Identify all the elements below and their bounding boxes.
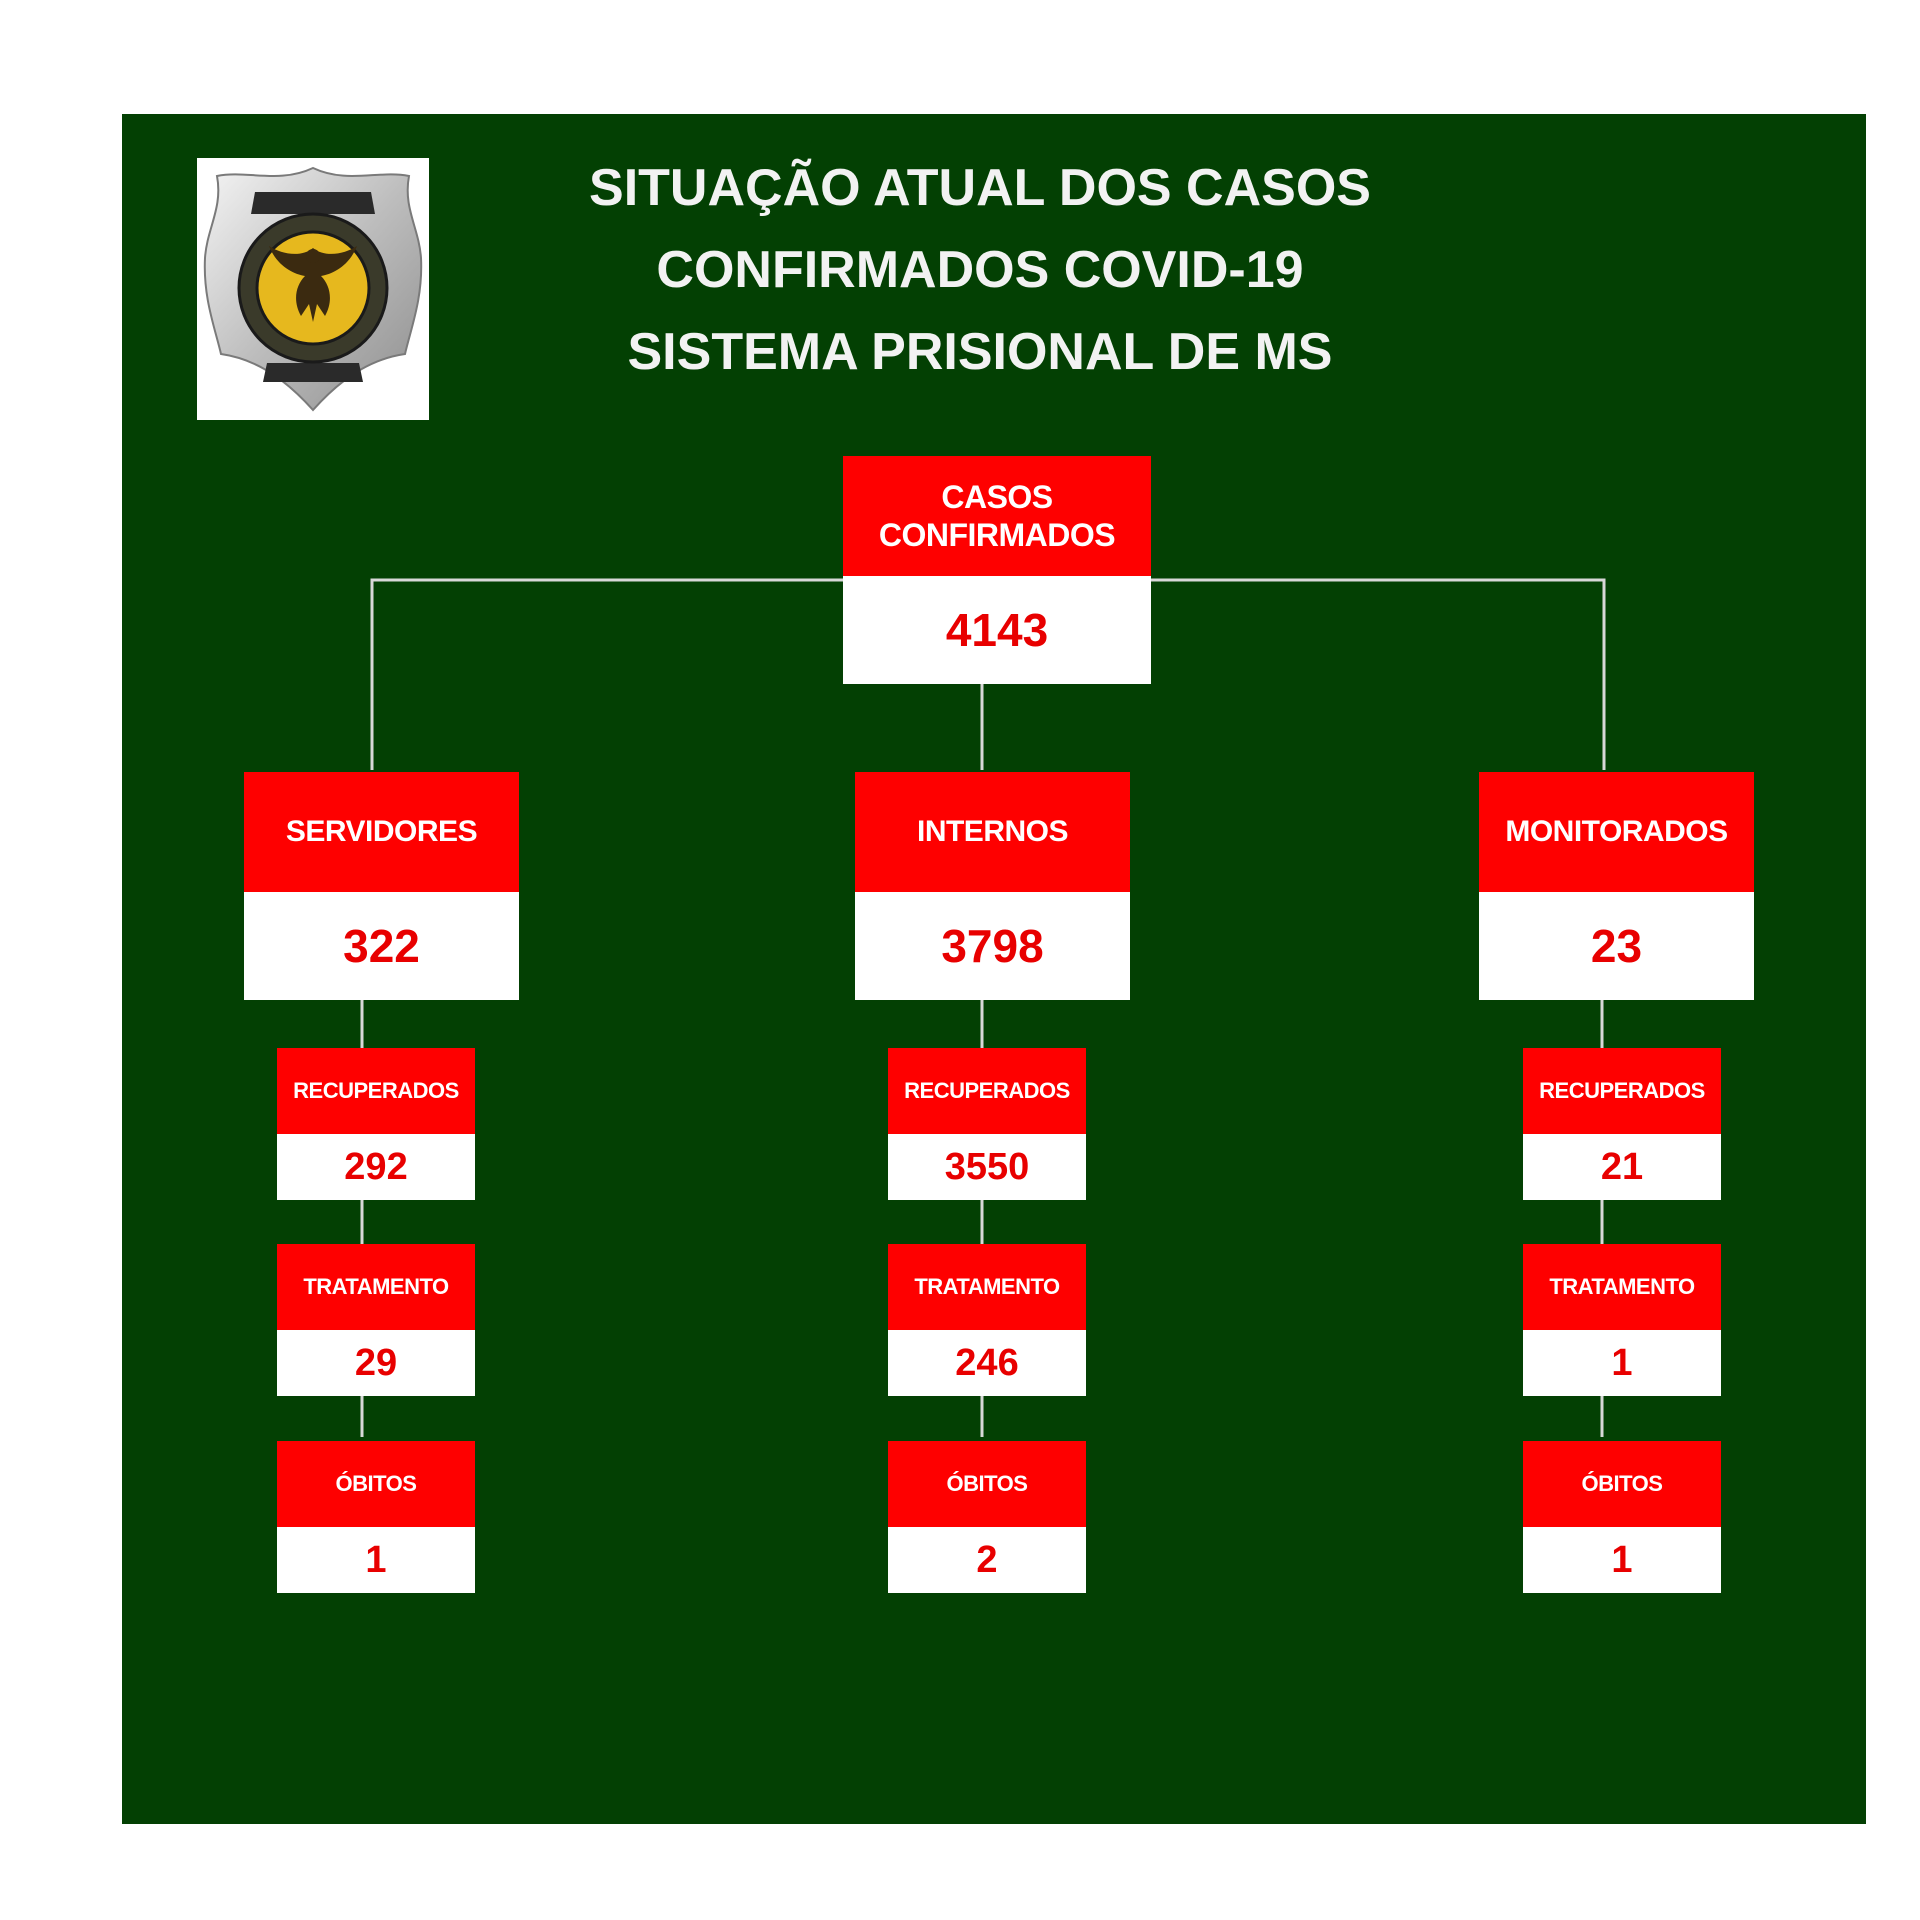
group-label: SERVIDORES xyxy=(244,772,519,892)
stat-value: 2 xyxy=(976,1538,998,1581)
stat-label: ÓBITOS xyxy=(277,1441,475,1527)
group-box-internos: INTERNOS 3798 xyxy=(855,772,1130,1000)
total-cases-value: 4143 xyxy=(945,604,1049,656)
group-value: 23 xyxy=(1590,920,1643,972)
stat-value: 1 xyxy=(1611,1538,1633,1581)
agency-logo xyxy=(197,158,429,420)
stat-box-internos-obitos: ÓBITOS 2 xyxy=(888,1441,1086,1593)
stat-value: 1 xyxy=(365,1538,387,1581)
stat-label: TRATAMENTO xyxy=(277,1244,475,1330)
group-label: INTERNOS xyxy=(855,772,1130,892)
stat-box-internos-recuperados: RECUPERADOS 3550 xyxy=(888,1048,1086,1200)
stat-box-monitorados-tratamento: TRATAMENTO 1 xyxy=(1523,1244,1721,1396)
stat-value: 246 xyxy=(955,1341,1019,1384)
stat-value: 29 xyxy=(354,1341,398,1384)
prison-agency-badge-icon xyxy=(203,166,423,412)
stat-box-monitorados-recuperados: RECUPERADOS 21 xyxy=(1523,1048,1721,1200)
stat-value: 1 xyxy=(1611,1341,1633,1384)
stat-box-servidores-recuperados: RECUPERADOS 292 xyxy=(277,1048,475,1200)
group-box-monitorados: MONITORADOS 23 xyxy=(1479,772,1754,1000)
total-cases-label-line-2: CONFIRMADOS xyxy=(878,517,1116,553)
total-cases-label: CASOS CONFIRMADOS xyxy=(843,456,1151,576)
stat-label: RECUPERADOS xyxy=(888,1048,1086,1134)
stat-box-monitorados-obitos: ÓBITOS 1 xyxy=(1523,1441,1721,1593)
stat-value: 292 xyxy=(344,1145,408,1188)
stat-label: TRATAMENTO xyxy=(1523,1244,1721,1330)
stat-value: 21 xyxy=(1600,1145,1644,1188)
stat-box-servidores-obitos: ÓBITOS 1 xyxy=(277,1441,475,1593)
group-value: 3798 xyxy=(941,920,1044,972)
stat-box-internos-tratamento: TRATAMENTO 246 xyxy=(888,1244,1086,1396)
stat-label: RECUPERADOS xyxy=(1523,1048,1721,1134)
title-line-2: CONFIRMADOS COVID-19 xyxy=(656,241,1304,299)
stat-label: ÓBITOS xyxy=(888,1441,1086,1527)
stat-label: ÓBITOS xyxy=(1523,1441,1721,1527)
group-box-servidores: SERVIDORES 322 xyxy=(244,772,519,1000)
stat-label: RECUPERADOS xyxy=(277,1048,475,1134)
title-line-3: SISTEMA PRISIONAL DE MS xyxy=(627,323,1333,381)
stat-value: 3550 xyxy=(944,1145,1030,1188)
page-title: SITUAÇÃO ATUAL DOS CASOS CONFIRMADOS COV… xyxy=(520,152,1440,398)
stat-box-servidores-tratamento: TRATAMENTO 29 xyxy=(277,1244,475,1396)
group-label: MONITORADOS xyxy=(1479,772,1754,892)
total-cases-box: CASOS CONFIRMADOS 4143 xyxy=(843,456,1151,684)
stat-label: TRATAMENTO xyxy=(888,1244,1086,1330)
total-cases-label-line-1: CASOS xyxy=(941,479,1053,515)
title-line-1: SITUAÇÃO ATUAL DOS CASOS xyxy=(589,159,1371,217)
group-value: 322 xyxy=(343,920,420,972)
